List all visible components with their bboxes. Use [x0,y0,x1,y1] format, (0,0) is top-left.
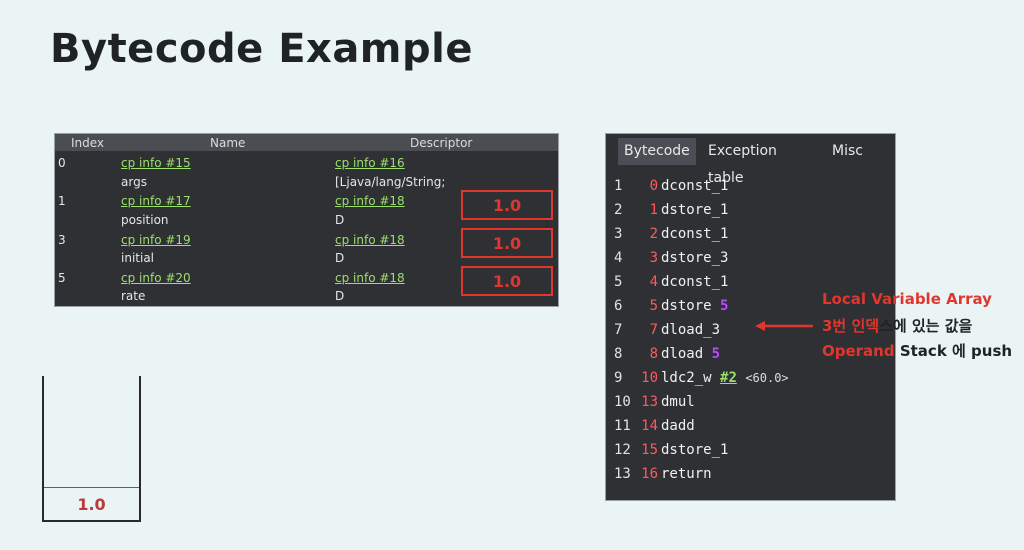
bytecode-panel: Bytecode Exception table Misc 1 0 dconst… [605,133,896,501]
offset: 14 [641,418,658,434]
offset: 8 [649,346,658,362]
column-header-name[interactable]: Name [210,136,246,150]
operand-stack: 1.0 [42,376,141,522]
variable-descriptor: D [335,289,345,303]
instruction: dload_3 [661,322,721,338]
offset: 0 [649,178,658,194]
descriptor-ref-link[interactable]: cp info #18 [335,194,405,208]
variable-descriptor: D [335,251,345,265]
annotation-line-1: Local Variable Array [822,290,992,308]
line-number: 1 [614,178,623,194]
instruction: dadd [661,418,695,434]
name-ref-link[interactable]: cp info #20 [121,271,191,285]
offset: 7 [649,322,658,338]
row-index: 3 [58,233,66,247]
name-ref-link[interactable]: cp info #17 [121,194,191,208]
line-number: 5 [614,274,623,290]
constant-comment: <60.0> [745,371,789,385]
offset: 1 [649,202,658,218]
variable-descriptor: [Ljava/lang/String; [335,175,446,189]
variable-name: rate [121,289,146,303]
descriptor-ref-link[interactable]: cp info #16 [335,156,405,170]
line-number: 8 [614,346,623,362]
local-value-box: 1.0 [461,190,553,220]
offset: 5 [649,298,658,314]
instruction: return [661,466,712,482]
offset: 10 [641,370,658,386]
instruction: dload [661,346,704,362]
row-index: 0 [58,156,66,170]
line-number: 10 [614,394,631,410]
variable-descriptor: D [335,213,345,227]
instruction: dstore [661,298,712,314]
constant-pool-link[interactable]: #2 [720,370,737,386]
line-number: 6 [614,298,623,314]
tab-exception-table[interactable]: Exception table [708,143,777,186]
instruction: dstore_1 [661,202,729,218]
column-header-index[interactable]: Index [71,136,105,150]
instruction: dconst_1 [661,274,729,290]
local-variable-table: Index Name Descriptor 0 cp info #15 cp i… [54,133,559,307]
instruction-arg: 5 [711,346,721,362]
row-index: 5 [58,271,66,285]
offset: 4 [649,274,658,290]
line-number: 11 [614,418,631,434]
instruction-arg: 5 [720,298,729,314]
offset: 15 [641,442,658,458]
descriptor-ref-link[interactable]: cp info #18 [335,233,405,247]
instruction: dstore_1 [661,442,729,458]
offset: 13 [641,394,658,410]
name-ref-link[interactable]: cp info #19 [121,233,191,247]
annotation-line-3: Operand Stack 에 push [822,342,1013,360]
tab-misc[interactable]: Misc [832,143,863,159]
table-header: Index Name Descriptor [55,134,558,151]
variable-name: args [121,175,147,189]
line-number: 3 [614,226,623,242]
instruction: dmul [661,394,695,410]
variable-name: initial [121,251,154,265]
offset: 2 [649,226,658,242]
annotation-line-2: 3번 인덱스에 있는 값을 [822,317,973,335]
line-number: 12 [614,442,631,458]
line-number: 7 [614,322,623,338]
line-number: 9 [614,370,623,386]
local-value-box: 1.0 [461,266,553,296]
arrow-left-icon [755,321,813,331]
local-value-box: 1.0 [461,228,553,258]
instruction: dstore_3 [661,250,729,266]
variable-name: position [121,213,169,227]
instruction: ldc2_w [661,370,712,386]
name-ref-link[interactable]: cp info #15 [121,156,191,170]
instruction: dconst_1 [661,178,729,194]
offset: 16 [641,466,658,482]
line-number: 4 [614,250,623,266]
line-number: 2 [614,202,623,218]
row-index: 1 [58,194,66,208]
stack-slot: 1.0 [44,487,139,520]
tab-bytecode[interactable]: Bytecode [618,138,696,165]
column-header-descriptor[interactable]: Descriptor [410,136,473,150]
descriptor-ref-link[interactable]: cp info #18 [335,271,405,285]
line-number: 13 [614,466,631,482]
slide-title: Bytecode Example [50,26,473,72]
instruction: dconst_1 [661,226,729,242]
offset: 3 [649,250,658,266]
